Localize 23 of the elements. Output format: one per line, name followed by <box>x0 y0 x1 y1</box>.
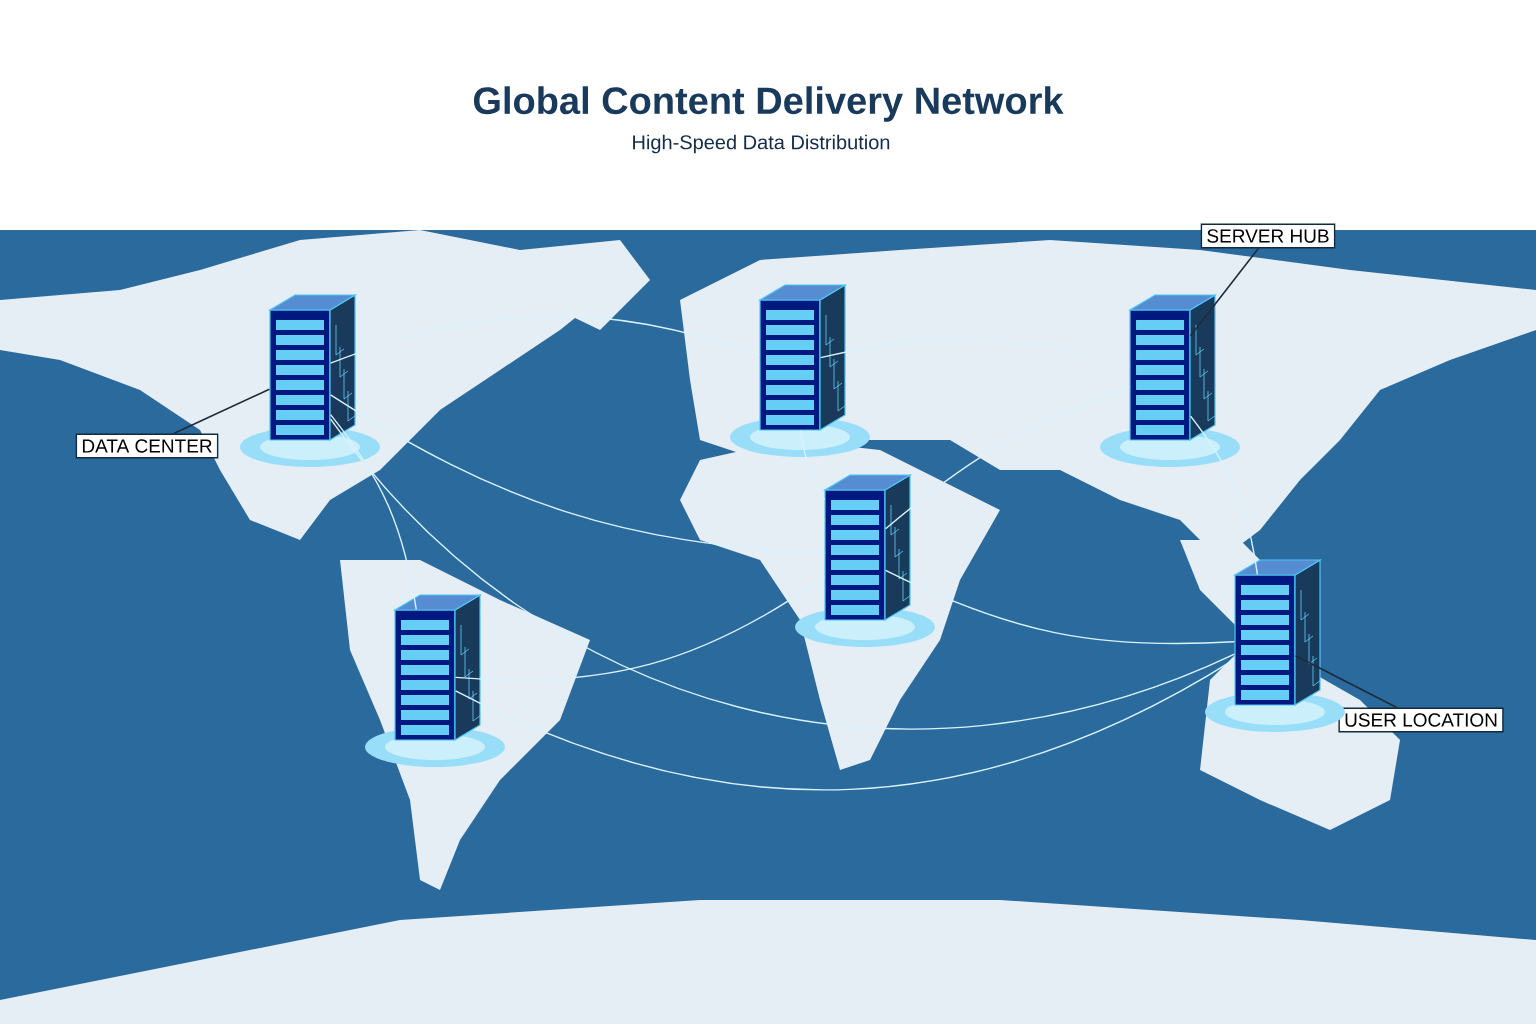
label-box: USER LOCATION <box>1338 707 1504 733</box>
title: Global Content Delivery Network <box>473 86 1064 122</box>
network-link <box>884 569 1236 645</box>
network-link <box>329 394 826 555</box>
server-drawing <box>1205 558 1345 732</box>
subtitle: High-Speed Data Distribution <box>633 134 890 154</box>
network-link <box>799 429 826 501</box>
leader-line <box>1294 654 1398 709</box>
network-link <box>884 385 1131 530</box>
server-drawing <box>1100 293 1240 467</box>
server-drawing <box>365 593 505 767</box>
network-link <box>454 658 1236 791</box>
server-drawing <box>730 283 870 457</box>
network-link <box>329 418 1236 730</box>
label-box: SERVER HUB <box>1200 223 1336 249</box>
leader-line <box>1189 247 1260 337</box>
server-drawing <box>795 473 935 647</box>
network-link <box>819 337 1131 367</box>
label-box: DATA CENTER <box>75 433 219 459</box>
server-drawing <box>240 293 380 467</box>
network-link <box>329 315 761 364</box>
network-link <box>329 413 417 611</box>
network-link <box>454 576 826 681</box>
